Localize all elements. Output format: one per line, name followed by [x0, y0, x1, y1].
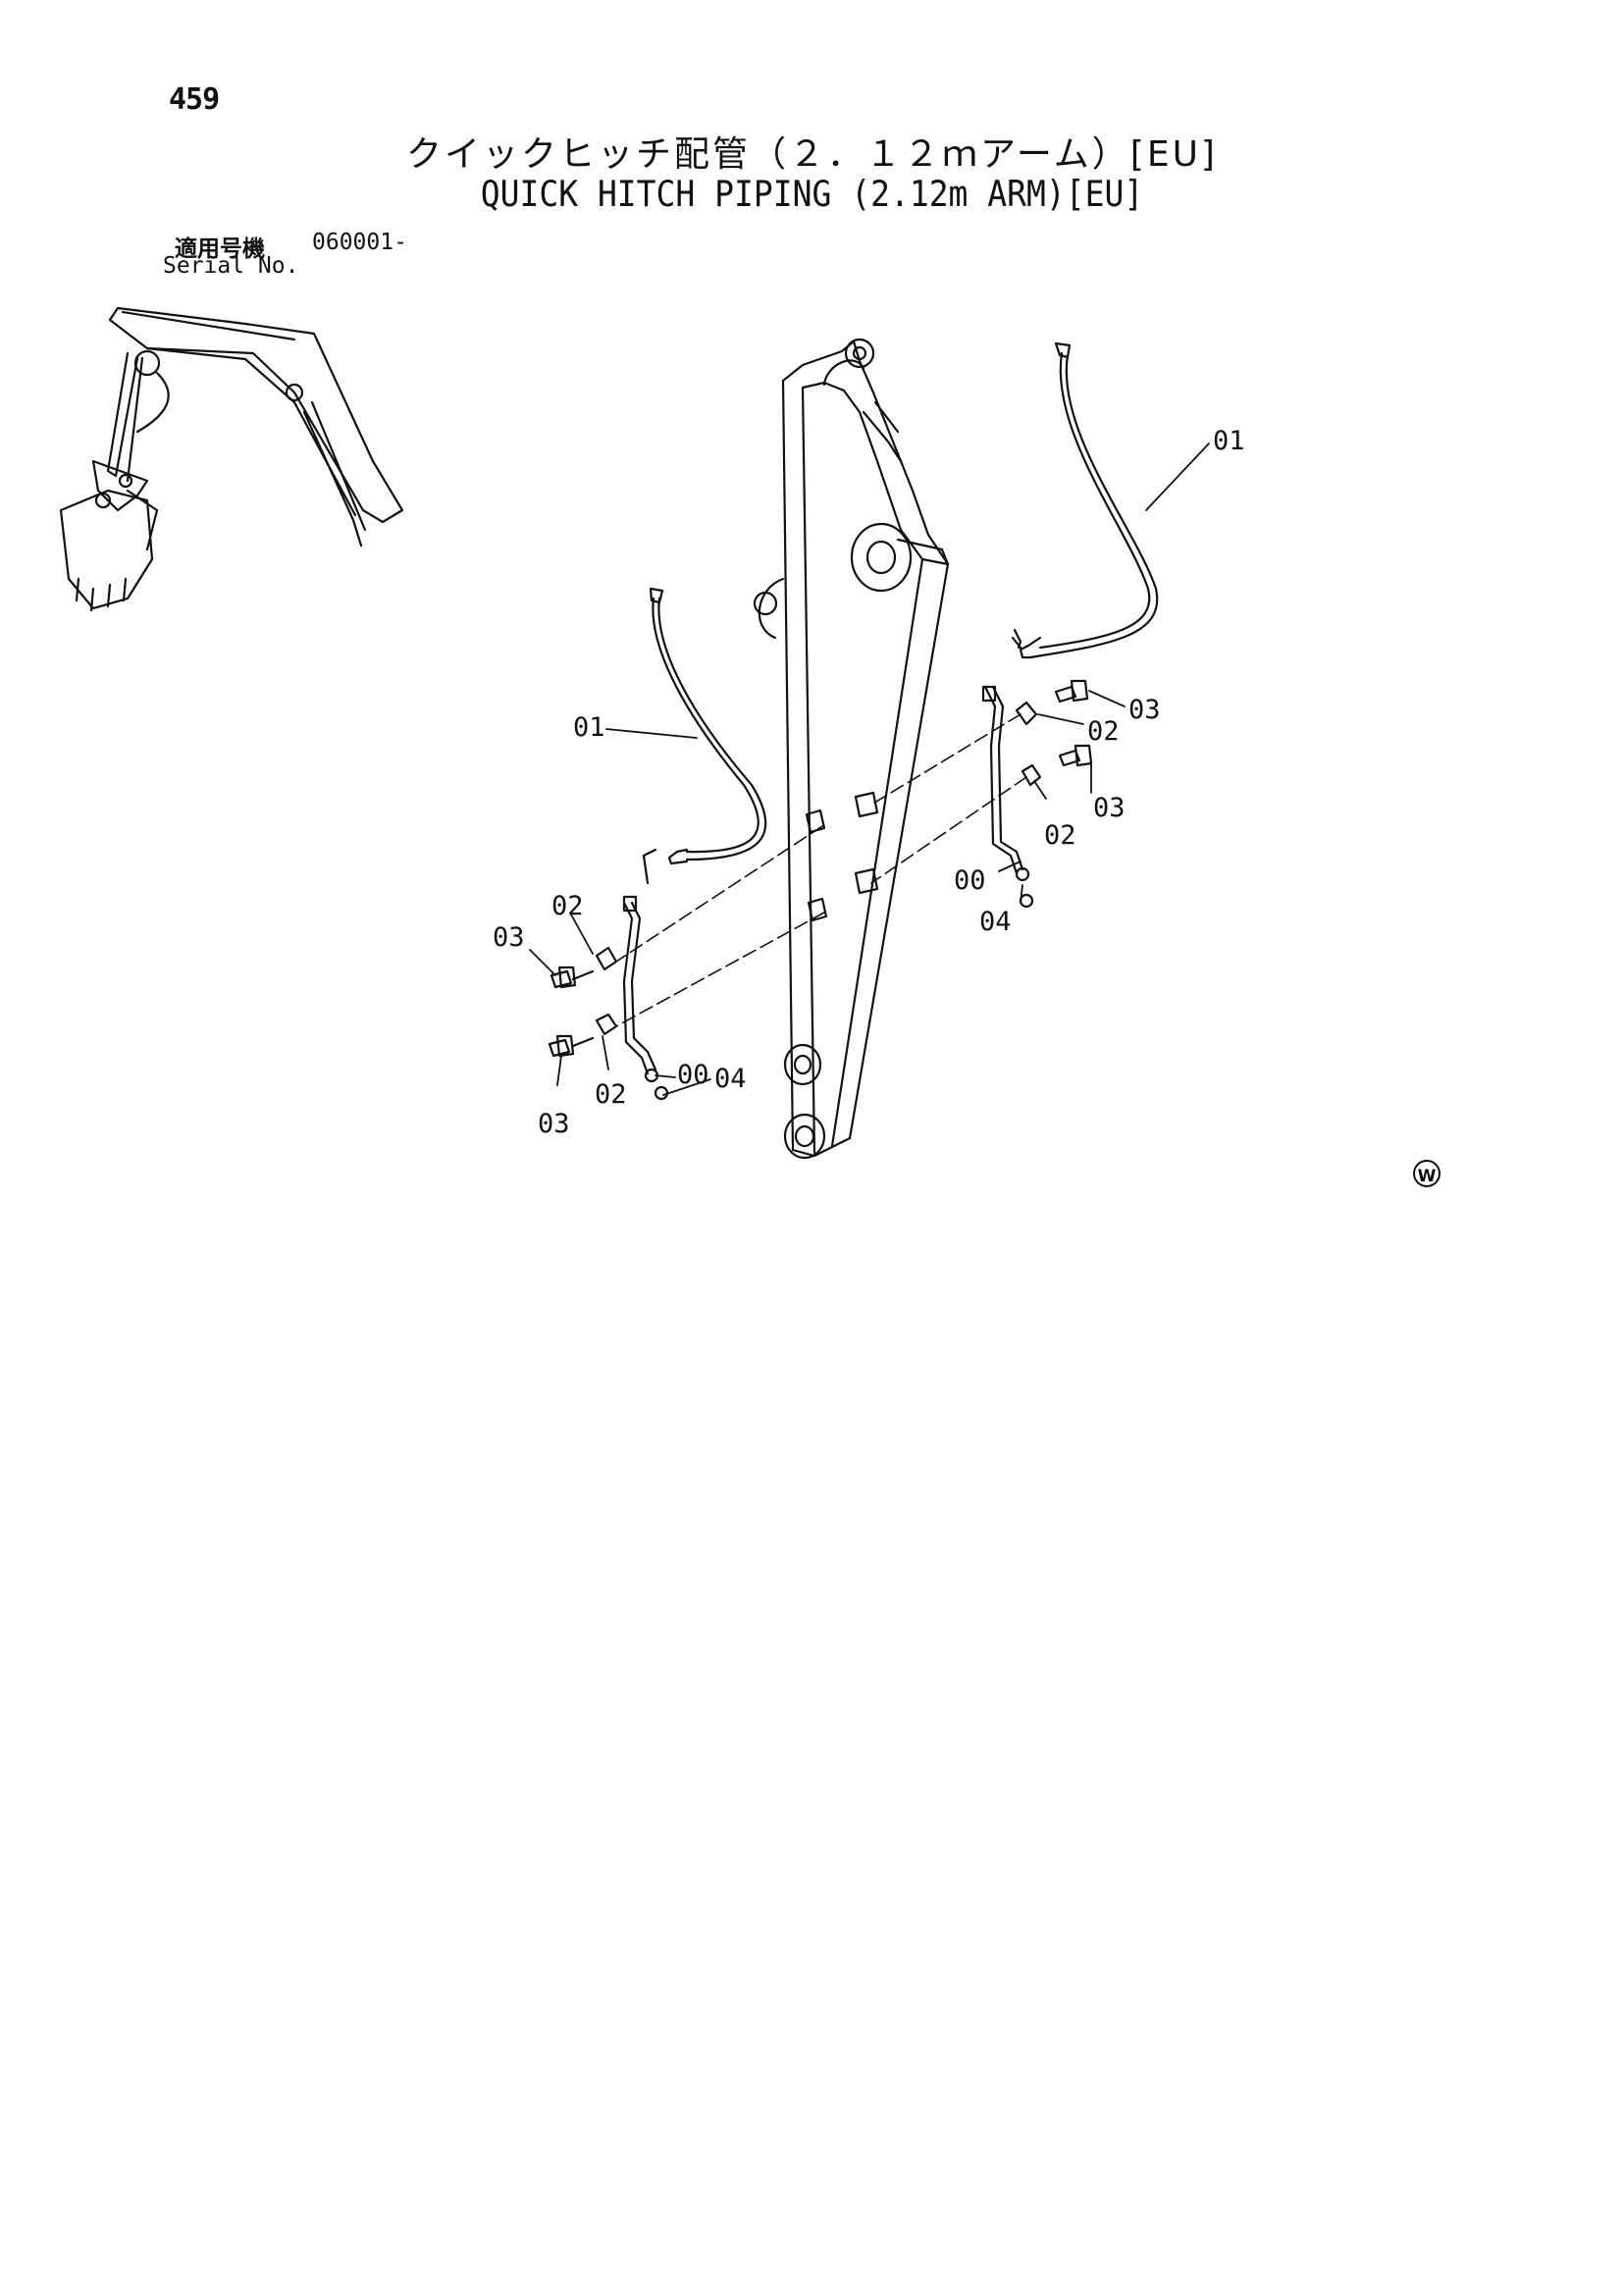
- hose-right: [1011, 341, 1159, 659]
- callout-hose-left: 01: [573, 712, 605, 743]
- serial-label-japanese: 適用号機: [175, 236, 265, 262]
- callout-bolt-left-top: 03: [493, 922, 525, 953]
- page-title-english: QUICK HITCH PIPING (2.12m ARM)[EU]: [480, 173, 1144, 215]
- callout-labels: 01 01 03 02 03 02 00 04 02 03 00 04 03 0…: [493, 426, 1245, 1139]
- pipe-left: [622, 848, 669, 1101]
- mounting-lines: [615, 713, 1027, 1027]
- callout-clamp-left-bottom: 02: [595, 1079, 627, 1110]
- pipe-right: [981, 628, 1034, 909]
- clamps-bolts-left: [548, 946, 618, 1058]
- hose-left: [649, 587, 767, 865]
- callout-bolt-right-mid: 03: [1093, 793, 1126, 823]
- clamps-bolts-right: [1015, 679, 1093, 787]
- excavator-thumbnail: [59, 306, 404, 612]
- page-number: 459: [169, 82, 220, 117]
- callout-clamp-left-top: 02: [551, 891, 584, 921]
- callout-bolt-right-top: 03: [1128, 695, 1161, 725]
- callout-seal-left: 04: [714, 1064, 747, 1094]
- circled-w-letter: W: [1418, 1167, 1437, 1186]
- callout-clamp-right-mid: 02: [1044, 820, 1076, 851]
- callout-pipe-left: 00: [677, 1060, 709, 1090]
- callout-pipe-right: 00: [954, 865, 986, 896]
- circled-w-mark: W: [1413, 1160, 1441, 1187]
- callout-clamp-right-top: 02: [1087, 716, 1120, 747]
- page-title-japanese: クイックヒッチ配管（２．１２ｍアーム）[EU]: [406, 134, 1218, 175]
- callout-bolt-left-bottom: 03: [538, 1109, 570, 1139]
- callout-hose-right: 01: [1213, 426, 1245, 456]
- arm-main-body: [753, 338, 950, 1160]
- serial-label-english: Serial No.: [163, 253, 299, 279]
- callout-seal-right: 04: [979, 907, 1012, 937]
- leader-lines: [529, 443, 1210, 1096]
- serial-number-value: 060001-: [312, 230, 407, 255]
